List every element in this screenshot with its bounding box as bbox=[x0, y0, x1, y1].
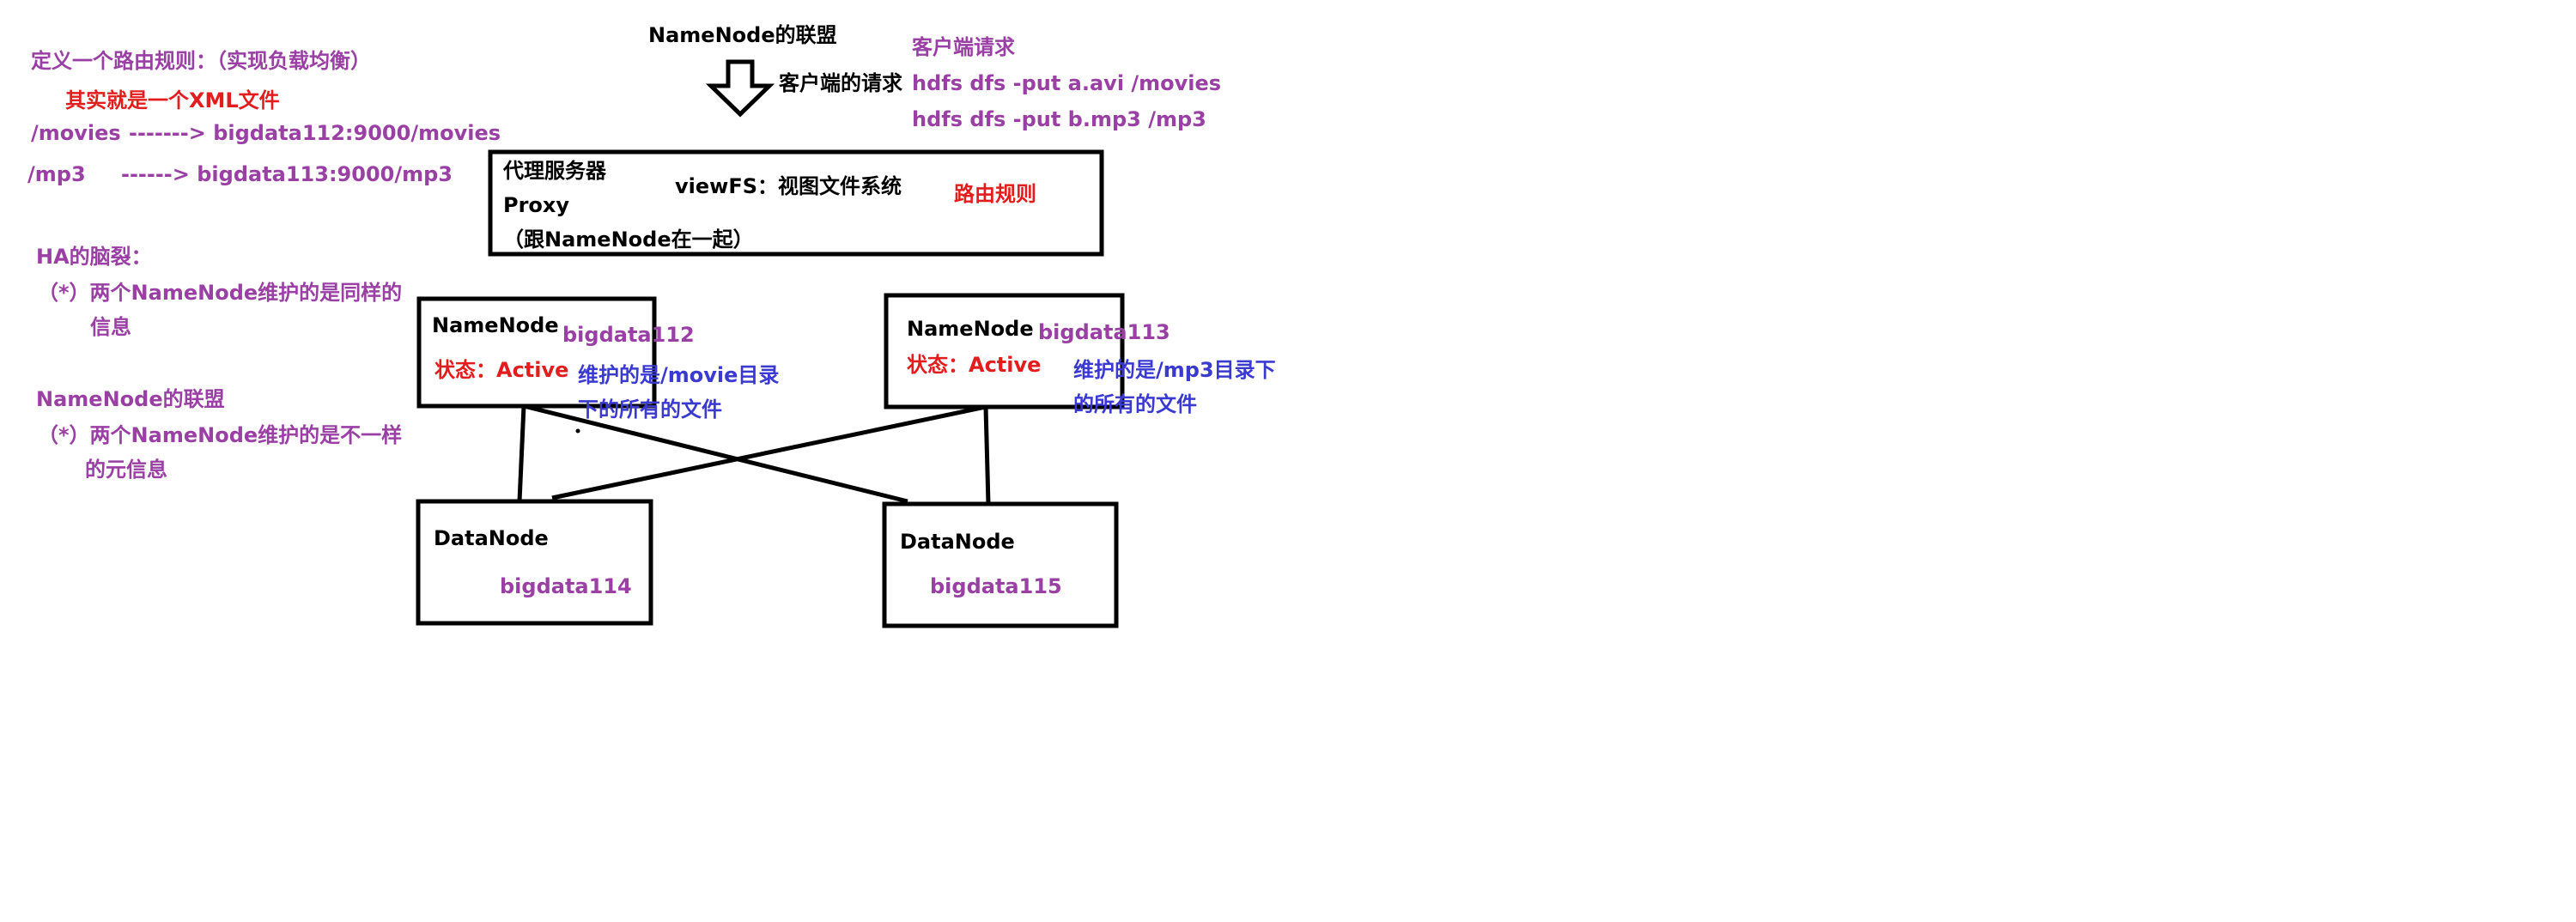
datanode2-host: bigdata115 bbox=[930, 574, 1062, 598]
down-arrow-icon bbox=[705, 59, 775, 118]
client-commands-title: 客户端请求 bbox=[912, 35, 1015, 59]
namenode2-box bbox=[884, 293, 1125, 409]
client-command-1: hdfs dfs -put a.avi /movies bbox=[912, 71, 1222, 95]
rule2-path: /mp3 bbox=[27, 162, 86, 186]
client-command-2: hdfs dfs -put b.mp3 /mp3 bbox=[912, 107, 1206, 131]
datanode1-title: DataNode bbox=[434, 526, 549, 550]
xml-file-note: 其实就是一个XML文件 bbox=[65, 88, 280, 112]
client-request-label: 客户端的请求 bbox=[779, 71, 902, 95]
datanode1-host: bigdata114 bbox=[500, 574, 632, 598]
namenode2-desc-line1: 维护的是/mp3目录下 bbox=[1073, 358, 1276, 382]
dot-mark bbox=[575, 428, 580, 434]
proxy-name-cn: 代理服务器 bbox=[503, 159, 606, 183]
namenode1-title: NameNode bbox=[432, 313, 559, 337]
diagram-title: NameNode的联盟 bbox=[648, 23, 837, 47]
namenode2-desc-line2: 的所有的文件 bbox=[1073, 392, 1197, 416]
namenode2-status: 状态：Active bbox=[907, 353, 1042, 377]
namenode1-desc-line1: 维护的是/movie目录 bbox=[578, 363, 780, 387]
namenode1-host: bigdata112 bbox=[562, 323, 695, 347]
namenode1-box bbox=[416, 296, 657, 409]
federation-line2: 的元信息 bbox=[85, 458, 167, 482]
proxy-name-en: Proxy bbox=[503, 193, 570, 217]
proxy-box bbox=[488, 149, 1104, 257]
datanode2-box bbox=[882, 501, 1119, 628]
viewfs-label: viewFS：视图文件系统 bbox=[675, 174, 902, 198]
rule2-target: ------> bigdata113:9000/mp3 bbox=[121, 162, 453, 186]
link-nn2-dn1 bbox=[551, 404, 987, 500]
link-nn1-dn2 bbox=[523, 403, 908, 504]
routing-rule-label: 路由规则 bbox=[954, 182, 1036, 206]
namenode1-desc-line2: 下的所有的文件 bbox=[578, 397, 722, 422]
namenode2-title: NameNode bbox=[907, 317, 1034, 341]
ha-line2: 信息 bbox=[90, 315, 131, 339]
routing-rule-title: 定义一个路由规则：（实现负载均衡） bbox=[31, 49, 371, 73]
rule1-path: /movies bbox=[31, 121, 121, 145]
rule1-target: -------> bigdata112:9000/movies bbox=[129, 121, 501, 145]
datanode2-title: DataNode bbox=[900, 530, 1015, 554]
federation-line1: （*）两个NameNode维护的是不一样 bbox=[38, 423, 403, 447]
namenode2-host: bigdata113 bbox=[1038, 320, 1170, 344]
federation-title: NameNode的联盟 bbox=[36, 387, 225, 411]
link-nn1-dn1 bbox=[517, 405, 526, 502]
namenode1-status: 状态：Active bbox=[434, 358, 569, 382]
ha-split-brain-title: HA的脑裂： bbox=[36, 245, 152, 269]
datanode1-box bbox=[416, 499, 653, 626]
link-nn2-dn2 bbox=[983, 406, 991, 505]
proxy-note: （跟NameNode在一起） bbox=[503, 227, 754, 252]
ha-line1: （*）两个NameNode维护的是同样的 bbox=[38, 281, 403, 305]
